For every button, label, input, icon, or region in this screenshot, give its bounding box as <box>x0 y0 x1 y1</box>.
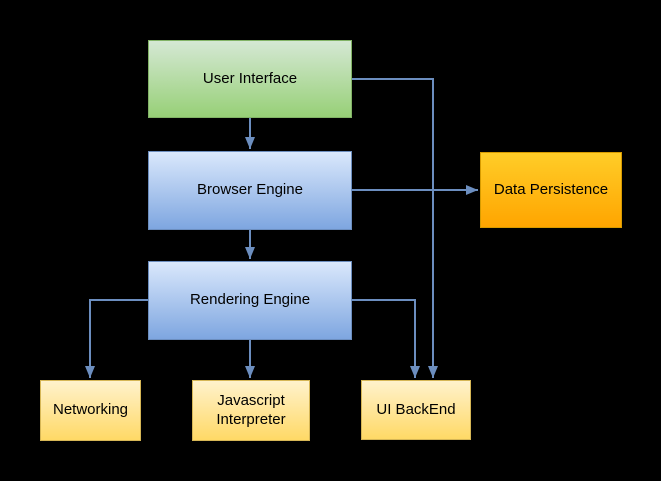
node-browser-engine: Browser Engine <box>148 151 352 230</box>
node-label: Networking <box>52 401 129 419</box>
node-label: Rendering Engine <box>189 291 311 309</box>
edge-rendering-engine-to-networking <box>85 299 148 378</box>
node-user-interface: User Interface <box>148 40 352 118</box>
node-label: UI BackEnd <box>376 400 456 418</box>
node-networking: Networking <box>40 380 141 441</box>
node-rendering-engine: Rendering Engine <box>148 261 352 340</box>
node-label: Javascript Interpreter <box>216 391 286 428</box>
node-ui-backend: UI BackEnd <box>361 380 471 440</box>
node-label: Data Persistence <box>493 180 609 198</box>
edge-rendering-engine-to-ui-backend <box>352 299 420 378</box>
node-javascript-interpreter: Javascript Interpreter <box>192 380 310 441</box>
node-label: Browser Engine <box>197 181 303 199</box>
edge-user-interface-to-ui-backend <box>352 78 438 378</box>
node-label: User Interface <box>202 69 298 87</box>
node-data-persistence: Data Persistence <box>480 152 622 228</box>
